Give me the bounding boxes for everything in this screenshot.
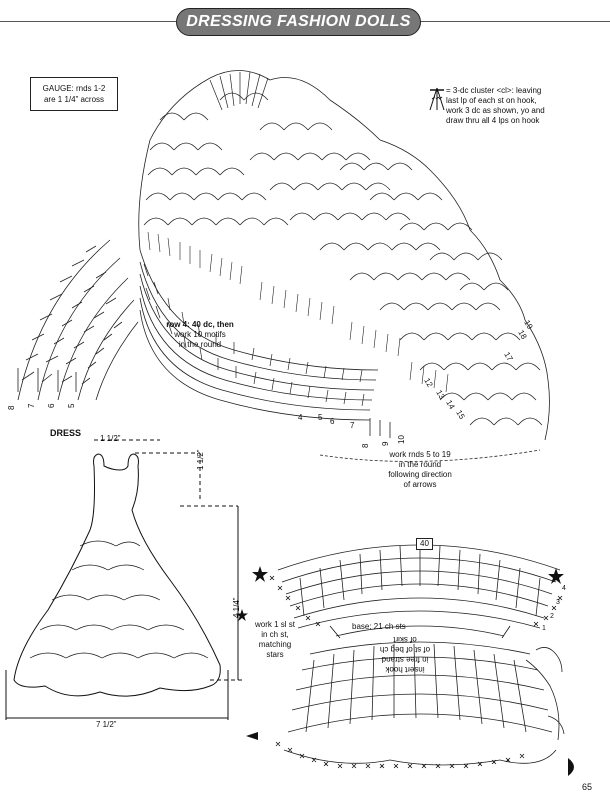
round-number: 5 — [318, 413, 323, 422]
insert-note: insert hook in free strand of st of beg … — [365, 634, 445, 674]
bodice-row-number: 4 — [562, 585, 566, 592]
header-rule-right — [421, 21, 610, 22]
fan-dc-stitches — [147, 231, 449, 393]
round-number: 6 — [330, 417, 335, 426]
page-title: DRESSING FASHION DOLLS — [186, 13, 411, 30]
round-number: 7 — [350, 421, 355, 430]
cluster-symbol-icon — [428, 86, 446, 117]
bodice-base-label: base: 21 ch sts — [352, 622, 406, 631]
round-number: 14 — [444, 399, 457, 412]
round-number: 10 — [397, 435, 406, 444]
round-number: 12 — [422, 377, 435, 390]
rounds-note: work rnds 5 to 19 in the round following… — [375, 450, 465, 490]
row4-line-1: row 4: 40 dc, then — [166, 320, 234, 329]
dress-dim-bottom: 7 1/2” — [94, 720, 119, 730]
insert-line-3: of st of beg ch — [379, 645, 431, 654]
dress-dim-top: 1 1/2” — [100, 434, 121, 443]
top-shell — [209, 71, 269, 111]
bodice-count-label: 40 — [416, 538, 433, 550]
bodice-row-number: 1 — [542, 625, 546, 632]
star-icon — [236, 608, 248, 626]
arrow-marker — [246, 732, 258, 740]
round-number: 9 — [381, 441, 390, 446]
scallop-arches — [143, 92, 543, 426]
header-rule-left — [0, 21, 176, 22]
round-number: 6 — [47, 403, 56, 408]
round-number: 15 — [454, 409, 467, 422]
cluster-key-line-4: draw thru all 4 lps on hook — [446, 116, 540, 125]
row4-line-2: work 10 motifs — [174, 330, 226, 339]
bodice-row-number: 2 — [550, 613, 554, 620]
bodice-row-number: 3 — [556, 599, 560, 606]
page-title-banner: DRESSING FASHION DOLLS — [176, 8, 421, 36]
cluster-key-line-3: work 3 dc as shown, yo and — [446, 106, 545, 115]
round-number: 4 — [298, 413, 303, 422]
direction-arrows — [17, 368, 541, 462]
page-arrow-icon — [566, 758, 580, 781]
left-fan-motif — [17, 239, 139, 401]
rounds-line-4: of arrows — [403, 480, 437, 489]
join-line-2: in ch st, — [261, 630, 289, 639]
page-number: 65 — [581, 782, 592, 792]
gauge-line-2: are 1 1/4” across — [43, 95, 105, 104]
round-number: 8 — [7, 405, 16, 410]
insert-line-4: of skirt — [393, 635, 417, 644]
rounds-line-2: in the round — [398, 460, 442, 469]
round-number: 13 — [434, 389, 447, 402]
round-number: 17 — [502, 351, 515, 364]
star-marker — [548, 568, 564, 584]
row4-line-3: in the round — [178, 340, 222, 349]
gauge-line-1: GAUGE: rnds 1-2 — [42, 84, 106, 93]
rounds-line-1: work rnds 5 to 19 — [389, 450, 451, 459]
join-line-1: work 1 sl st — [254, 620, 295, 629]
insert-line-1: insert hook — [385, 665, 425, 674]
round-number: 5 — [67, 403, 76, 408]
join-note: work 1 sl st in ch st, matching stars — [240, 620, 310, 660]
left-round-labels: 8 7 6 5 — [7, 403, 76, 410]
cross-stitches — [269, 575, 563, 769]
dress-diagram — [5, 439, 244, 720]
dress-title: DRESS — [50, 428, 82, 438]
foundation-stitches — [143, 263, 365, 407]
bodice-row-labels: 4 3 2 1 — [542, 585, 566, 632]
cluster-key-text: = 3-dc cluster <cl>: leaving last lp of … — [446, 86, 596, 126]
join-line-3: matching — [258, 640, 292, 649]
rounds-line-3: following direction — [388, 470, 452, 479]
row4-note: row 4: 40 dc, then work 10 motifs in the… — [150, 320, 250, 350]
insert-line-2: in free strand — [381, 655, 429, 664]
cluster-key-line-2: last lp of each st on hook, — [446, 96, 537, 105]
cluster-key-line-1: = 3-dc cluster <cl>: leaving — [446, 86, 542, 95]
round-number: 7 — [27, 403, 36, 408]
right-round-labels: 19 18 17 12 13 14 15 — [422, 319, 535, 422]
gauge-box: GAUGE: rnds 1-2 are 1 1/4” across — [30, 77, 118, 111]
join-line-4: stars — [266, 650, 284, 659]
star-marker — [252, 566, 268, 582]
dress-dim-side: 1 1/2” — [196, 449, 205, 470]
round-number: 8 — [361, 443, 370, 448]
fan-motifs — [138, 70, 550, 441]
foundation-arcs — [139, 249, 379, 421]
center-round-labels: 4 5 6 7 8 9 10 — [298, 413, 406, 448]
